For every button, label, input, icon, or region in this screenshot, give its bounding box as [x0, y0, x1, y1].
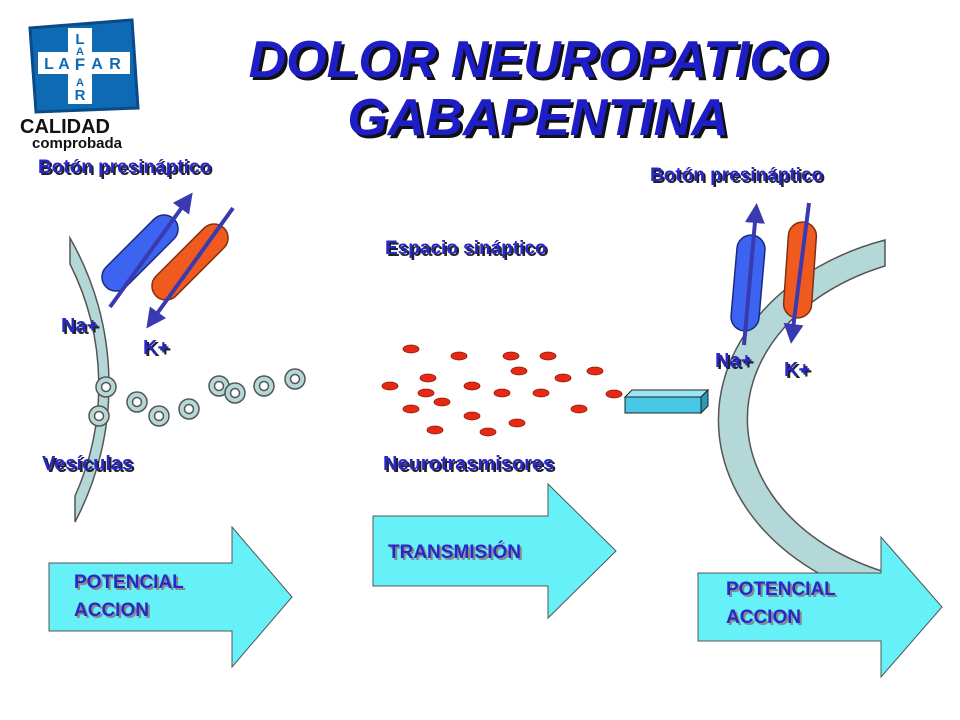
- right-k-channel: [782, 202, 818, 344]
- right-arrow-text-line2-shadow: ACCION: [728, 609, 803, 630]
- neurotransmitter: [463, 381, 481, 391]
- right-action-potential-arrow: [697, 535, 943, 679]
- neurotransmitter: [426, 425, 444, 435]
- left-action-potential-arrow: [48, 525, 293, 669]
- logo-letter-h4: A: [91, 56, 103, 73]
- vesicle: [148, 405, 170, 427]
- neurotransmitter: [570, 404, 588, 414]
- right-presynaptic-label-shadow: Botón presináptico: [652, 167, 825, 188]
- neurotransmitter: [479, 427, 497, 437]
- left-k-label-shadow: K+: [145, 339, 171, 361]
- transmission-arrow: [372, 482, 617, 620]
- title-block: DOLOR NEUROPATICO DOLOR NEUROPATICO GABA…: [249, 31, 831, 150]
- left-arrow-text-line1: POTENCIAL: [74, 572, 184, 593]
- vesicle: [126, 391, 148, 413]
- right-presynaptic-label: Botón presináptico: [650, 165, 823, 186]
- neurotransmitter: [586, 366, 604, 376]
- vesicles: [88, 368, 306, 427]
- left-arrow-text-line1-shadow: POTENCIAL: [76, 574, 186, 595]
- neurotransmitter: [450, 351, 468, 361]
- logo-letter-h2: A: [58, 56, 70, 73]
- vesicle: [88, 405, 110, 427]
- neurotransmitters: [381, 344, 623, 437]
- logo-letter-h1: L: [44, 56, 54, 73]
- neurotransmitter: [502, 351, 520, 361]
- neurotransmitter: [554, 373, 572, 383]
- neurotransmitter: [419, 373, 437, 383]
- right-na-label-shadow: Na+: [717, 352, 754, 374]
- left-arrow-text-line2: ACCION: [74, 600, 149, 621]
- logo-letter-v5: R: [75, 87, 86, 104]
- left-k-channel: [146, 206, 235, 329]
- right-k-label-shadow: K+: [786, 361, 812, 383]
- left-na-label-shadow: Na+: [63, 317, 100, 339]
- right-arrow-text-line2: ACCION: [726, 607, 801, 628]
- title-line1-shadow: DOLOR NEUROPATICO: [252, 34, 831, 92]
- neurotransmitter: [381, 381, 399, 391]
- neurotransmitters-label-shadow: Neurotrasmisores: [385, 455, 556, 477]
- logo-tagline-comprobada: comprobada: [32, 135, 123, 152]
- logo-letter-v1: L: [75, 31, 84, 48]
- left-na-channel: [101, 192, 193, 309]
- neurotransmitter: [539, 351, 557, 361]
- left-na-label: Na+: [61, 315, 98, 337]
- left-presynaptic-label-shadow: Botón presináptico: [40, 159, 213, 180]
- neurotransmitter: [417, 388, 435, 398]
- transmission-text-shadow: TRANSMISIÓN: [390, 543, 523, 565]
- neurotransmitter: [433, 397, 451, 407]
- neurotransmitters-label: Neurotrasmisores: [383, 453, 554, 475]
- vesicle: [224, 382, 246, 404]
- neurotransmitter: [508, 418, 526, 428]
- vesicle: [253, 375, 275, 397]
- vesicle: [208, 375, 230, 397]
- logo-letter-v4: A: [76, 77, 84, 89]
- neurotransmitter: [605, 389, 623, 399]
- title-line2: GABAPENTINA: [347, 89, 728, 147]
- postsynaptic-receptor: [623, 388, 710, 415]
- right-na-label: Na+: [715, 350, 752, 372]
- neurotransmitter: [463, 411, 481, 421]
- title-line2-shadow: GABAPENTINA: [350, 92, 731, 150]
- neurotransmitter: [402, 344, 420, 354]
- vesicles-label-shadow: Vesículas: [44, 455, 135, 477]
- neurotransmitter: [493, 388, 511, 398]
- right-k-label: K+: [784, 359, 810, 381]
- right-arrow-text-line1: POTENCIAL: [726, 579, 836, 600]
- logo-letter-h5: R: [109, 56, 121, 73]
- neurotransmitter: [402, 404, 420, 414]
- title-line1: DOLOR NEUROPATICO: [249, 31, 828, 89]
- synaptic-space-label-shadow: Espacio sináptico: [387, 240, 549, 261]
- left-presynaptic-label: Botón presináptico: [38, 157, 211, 178]
- vesicles-label: Vesículas: [42, 453, 133, 475]
- neurotransmitter: [510, 366, 528, 376]
- neurotransmitter: [532, 388, 550, 398]
- logo-letter-v2: A: [76, 46, 84, 58]
- right-arrow-text-line1-shadow: POTENCIAL: [728, 581, 838, 602]
- left-arrow-text-line2-shadow: ACCION: [76, 602, 151, 623]
- logo-letter-h3: F: [75, 55, 85, 74]
- right-na-channel: [730, 203, 766, 346]
- lafar-logo: L A A R L A F A R CALIDAD comprobada: [20, 18, 140, 152]
- transmission-text: TRANSMISIÓN: [388, 541, 521, 563]
- vesicle: [178, 398, 200, 420]
- left-presynaptic-membrane: [69, 235, 110, 523]
- synaptic-space-label: Espacio sináptico: [385, 238, 547, 259]
- left-k-label: K+: [143, 337, 169, 359]
- logo-cross-horizontal: [38, 52, 130, 74]
- vesicle: [284, 368, 306, 390]
- vesicle: [95, 376, 117, 398]
- logo-tagline-calidad: CALIDAD: [20, 116, 110, 138]
